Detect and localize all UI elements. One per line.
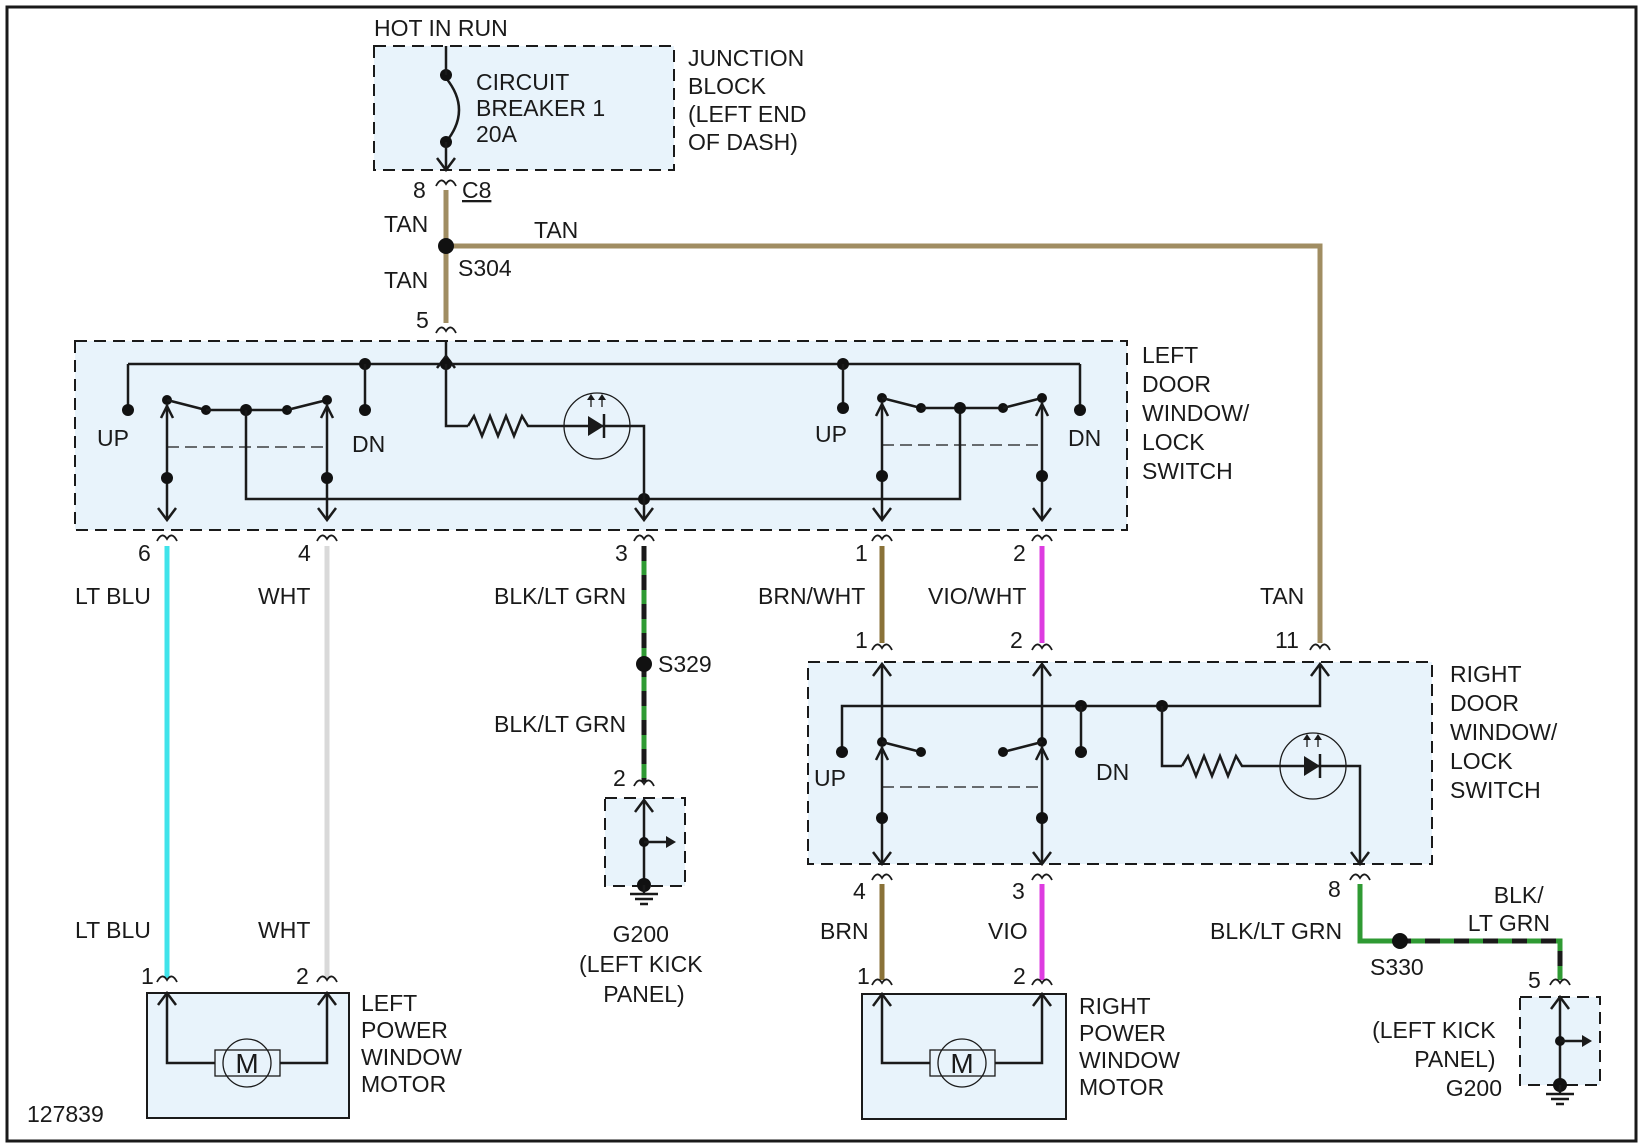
- right-switch-up: UP: [814, 765, 846, 791]
- right-top-pin-1: 1: [855, 627, 868, 653]
- ground-right-symbol: [1519, 994, 1601, 1106]
- diagram-frame: [5, 5, 1638, 1143]
- label-lt-blu-top: LT BLU: [75, 583, 151, 609]
- right-power-window-motor: [861, 991, 1067, 1120]
- right-door-switch: [807, 661, 1433, 867]
- ground-right-pin: 5: [1528, 967, 1541, 993]
- ground-left-label: G200 (LEFT KICK PANEL): [579, 921, 709, 1007]
- junction-block-label: JUNCTION BLOCK (LEFT END OF DASH): [688, 45, 813, 155]
- right-door-switch-label: RIGHT DOOR WINDOW/ LOCK SWITCH: [1450, 661, 1564, 803]
- label-tan-right: TAN: [1260, 583, 1304, 609]
- label-blk-lt-grn-mid: BLK/LT GRN: [494, 711, 626, 737]
- label-lt-blu-bottom: LT BLU: [75, 917, 151, 943]
- left-door-switch: [74, 340, 1128, 531]
- tan-label-right: TAN: [534, 217, 578, 243]
- tan-label-upper: TAN: [384, 211, 428, 237]
- left-pin-4: 4: [298, 540, 311, 566]
- left-pin-6: 6: [138, 540, 151, 566]
- pin-8-c8: 8: [413, 177, 426, 203]
- left-pin-3: 3: [615, 540, 628, 566]
- ground-left-symbol: [604, 797, 686, 906]
- label-vio: VIO: [988, 918, 1028, 944]
- label-blk-lt-grn-top: BLK/LT GRN: [494, 583, 626, 609]
- left-motor-symbol: M: [235, 1048, 258, 1079]
- splice-s330-label: S330: [1370, 954, 1424, 980]
- diagram-id: 127839: [27, 1101, 104, 1127]
- label-wht-bottom: WHT: [258, 917, 310, 943]
- label-blk-lt-grn-right-2: BLK/ LT GRN: [1468, 882, 1550, 936]
- label-brn: BRN: [820, 918, 869, 944]
- right-motor-symbol: M: [950, 1048, 973, 1079]
- left-pin-1: 1: [855, 540, 868, 566]
- connector-c8: C8: [462, 177, 491, 203]
- right-switch-dn: DN: [1096, 759, 1129, 785]
- splice-s304-label: S304: [458, 255, 512, 281]
- left-switch-up-b: UP: [815, 421, 847, 447]
- right-motor-pin-1: 1: [857, 963, 870, 989]
- splice-s330-dot: [1392, 933, 1408, 949]
- left-pin-2: 2: [1013, 540, 1026, 566]
- left-motor-label: LEFT POWER WINDOW MOTOR: [361, 990, 468, 1097]
- ground-right-label: (LEFT KICK PANEL) G200: [1372, 1017, 1502, 1101]
- wire-tan-right: [446, 243, 1323, 643]
- right-motor-pin-2: 2: [1013, 963, 1026, 989]
- right-top-pin-11: 11: [1275, 627, 1299, 653]
- splice-s329-label: S329: [658, 651, 712, 677]
- hot-in-run-label: HOT IN RUN: [374, 15, 508, 41]
- ground-left-pin: 2: [613, 765, 626, 791]
- tan-label-lower: TAN: [384, 267, 428, 293]
- junction-block: [373, 45, 675, 173]
- right-motor-label: RIGHT POWER WINDOW MOTOR: [1079, 993, 1186, 1100]
- label-brn-wht: BRN/WHT: [758, 583, 865, 609]
- left-switch-dn-b: DN: [1068, 425, 1101, 451]
- label-wht-top: WHT: [258, 583, 310, 609]
- breaker-label: CIRCUIT BREAKER 1 20A: [476, 69, 612, 147]
- label-vio-wht: VIO/WHT: [928, 583, 1026, 609]
- right-bottom-pin-3: 3: [1012, 878, 1025, 904]
- right-top-pin-2: 2: [1010, 627, 1023, 653]
- left-door-switch-label: LEFT DOOR WINDOW/ LOCK SWITCH: [1142, 342, 1256, 484]
- right-bottom-pin-8: 8: [1328, 876, 1341, 902]
- left-power-window-motor: [146, 990, 350, 1119]
- pin-5-label: 5: [416, 307, 429, 333]
- right-bottom-pin-4: 4: [853, 878, 866, 904]
- left-switch-up-a: UP: [97, 425, 129, 451]
- splice-s304-dot: [438, 238, 454, 254]
- left-motor-pin-1: 1: [141, 963, 154, 989]
- splice-s329-dot: [636, 656, 652, 672]
- left-switch-dn-a: DN: [352, 431, 385, 457]
- label-blk-lt-grn-right: BLK/LT GRN: [1210, 918, 1342, 944]
- left-motor-pin-2: 2: [296, 963, 309, 989]
